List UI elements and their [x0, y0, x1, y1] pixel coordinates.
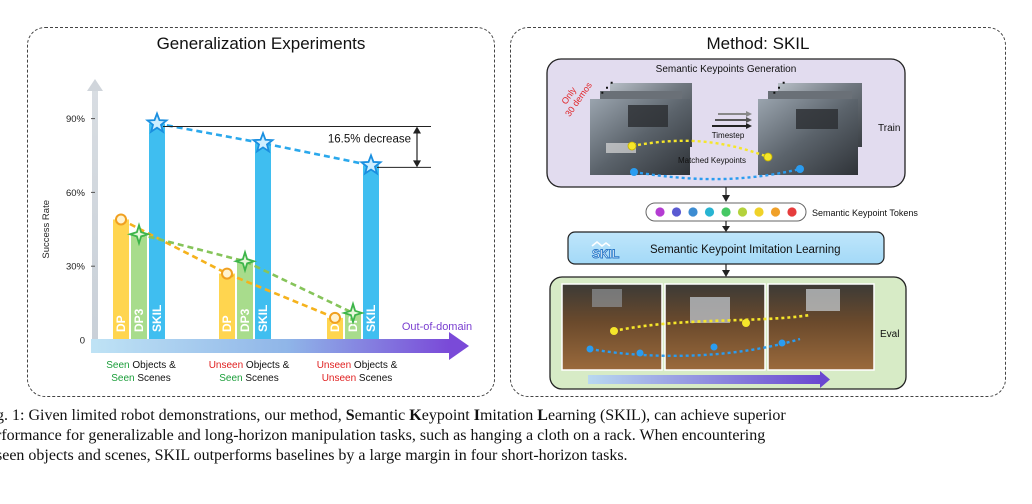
bar-label: DP: [220, 315, 234, 332]
bar-dp: [113, 219, 129, 340]
token-dots: [655, 207, 797, 217]
tokens-label: Semantic Keypoint Tokens: [812, 208, 918, 218]
caption-line-2: rformance for generalizable and long-hor…: [0, 427, 766, 444]
y-tick-label: 0: [80, 336, 85, 347]
bar-skil: [363, 165, 379, 340]
ellipsis-right: ⋰: [772, 79, 786, 95]
marker-dp3: [232, 249, 258, 274]
bar-dp: [219, 273, 235, 340]
group-label-line2: Unseen Scenes: [322, 373, 393, 384]
method-diagram: Semantic Keypoints Generation Only30 dem…: [546, 58, 918, 390]
eval-frames: [561, 283, 875, 371]
bar-label: DP3: [238, 308, 252, 332]
train-label: Train: [878, 123, 900, 134]
ellipsis-left: ⋰: [600, 79, 614, 95]
bar-label: SKIL: [150, 305, 164, 332]
caption-segment: earning (SKIL), can achieve superior: [547, 407, 786, 424]
group-label-line2: Seen Scenes: [219, 373, 279, 384]
token-dot: [770, 207, 781, 217]
trend-line-skil: [156, 122, 372, 167]
skil-logo-text: SKIL: [592, 247, 619, 261]
timestep-arrows: [712, 111, 752, 129]
timestep-label: Timestep: [712, 131, 745, 140]
y-tick-label: 60%: [66, 188, 86, 199]
y-tick-label: 30%: [66, 262, 86, 273]
marker-dp3: [126, 222, 152, 247]
eval-label: Eval: [880, 329, 899, 340]
token-dot: [737, 207, 748, 217]
bar-dp3: [237, 261, 253, 340]
bar-label: DP: [114, 315, 128, 332]
out-of-domain-label: Out-of-domain: [402, 321, 472, 333]
figure-caption: g. 1: Given limited robot demonstrations…: [0, 404, 1032, 504]
group-label-line1: Unseen Objects &: [317, 360, 398, 371]
matched-keypoints-label: Matched Keypoints: [678, 156, 746, 165]
caption-segment: I: [473, 407, 480, 424]
group-label-line1: Unseen Objects &: [209, 360, 290, 371]
imitation-learning-label: Semantic Keypoint Imitation Learning: [650, 244, 841, 256]
token-dot: [671, 207, 682, 217]
caption-segment: K: [409, 407, 422, 424]
y-axis: [92, 89, 98, 344]
marker-dp: [221, 267, 233, 280]
y-tick-label: 90%: [66, 114, 86, 125]
generalization-title: Generalization Experiments: [156, 34, 366, 53]
marker-skil: [359, 152, 383, 176]
bar-label: SKIL: [364, 305, 378, 332]
caption-segment: g. 1: Given limited robot demonstrations…: [0, 407, 346, 424]
bar-dp: [327, 317, 343, 340]
marker-skil: [145, 110, 169, 134]
token-dot: [754, 207, 764, 217]
token-dot: [787, 207, 797, 217]
token-dot: [704, 207, 715, 217]
decrease-arrow-up: [413, 126, 421, 134]
marker-skil: [251, 130, 275, 154]
decrease-label: 16.5% decrease: [328, 134, 411, 146]
y-axis-arrowhead: [87, 79, 103, 91]
caption-segment: L: [537, 407, 548, 424]
token-dot: [655, 207, 665, 217]
demo-frames-right: [758, 83, 862, 175]
demo-frames-left: [590, 83, 692, 175]
group-label-line1: Seen Objects &: [106, 360, 176, 371]
bar-label: DP3: [132, 308, 146, 332]
group-label-line2: Seen Scenes: [111, 373, 171, 384]
bar-dp3: [131, 234, 147, 340]
skil-logo: SKIL: [591, 240, 620, 261]
marker-dp: [329, 311, 341, 324]
caption-segment: S: [345, 407, 355, 424]
eval-timeline-bar: [588, 375, 820, 384]
bar-label: SKIL: [256, 305, 270, 332]
keypoints-generation-title: Semantic Keypoints Generation: [656, 64, 797, 75]
y-axis-label: Success Rate: [41, 200, 52, 259]
x-axis-arrowhead: [449, 332, 469, 360]
bar-dp3: [345, 312, 361, 340]
caption-line-3: seen objects and scenes, SKIL outperform…: [0, 447, 628, 464]
x-axis-arrow: [91, 339, 449, 353]
generalization-chart: 030%60%90%Success RateDPDPDPDP3DP3DP3SKI…: [41, 79, 472, 384]
marker-dp: [115, 213, 127, 226]
marker-dp3: [340, 300, 366, 325]
caption-segment: emantic: [354, 407, 410, 424]
decrease-arrow-down: [413, 160, 421, 168]
caption-segment: mitation: [479, 407, 538, 424]
caption-line-1: g. 1: Given limited robot demonstrations…: [0, 406, 786, 426]
method-title: Method: SKIL: [706, 34, 810, 53]
caption-segment: eypoint: [421, 407, 474, 424]
eval-keypoint-curves: [586, 313, 811, 358]
bar-skil: [149, 123, 165, 341]
token-dot: [688, 207, 698, 217]
matched-keypoints-curves: [627, 139, 804, 181]
token-dot: [721, 207, 731, 217]
